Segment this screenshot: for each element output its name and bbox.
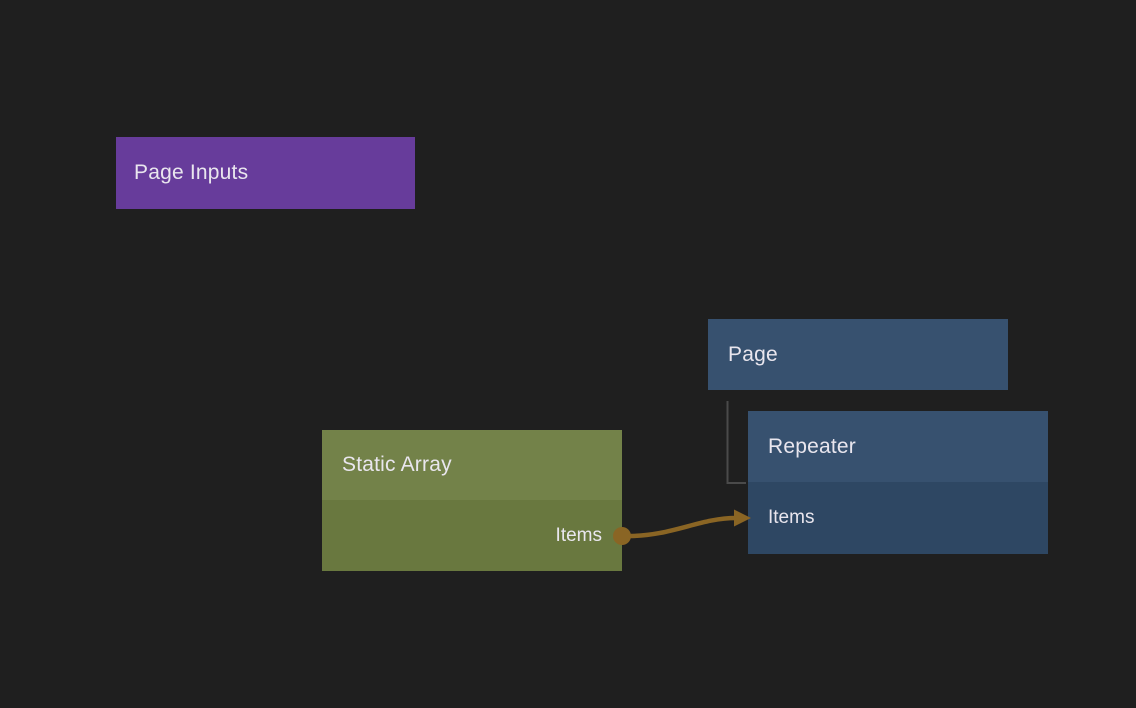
static-array-output-port-dot[interactable] [613, 527, 631, 545]
node-repeater-items-input-port[interactable]: Items [748, 482, 1048, 554]
node-static-array[interactable]: Static Array Items [322, 430, 622, 571]
node-repeater[interactable]: Repeater Items [748, 411, 1048, 554]
node-page-inputs-title: Page Inputs [134, 161, 249, 184]
node-repeater-header[interactable]: Repeater [748, 411, 1048, 482]
node-page-inputs[interactable]: Page Inputs [116, 137, 415, 209]
node-static-array-title: Static Array [342, 453, 452, 476]
node-page[interactable]: Page [708, 319, 1008, 390]
static-array-items-port-label: Items [555, 524, 602, 546]
node-repeater-title: Repeater [768, 434, 856, 458]
page-repeater-child-connector[interactable] [726, 401, 747, 484]
node-static-array-items-output-port[interactable]: Items [322, 500, 622, 571]
node-static-array-header[interactable]: Static Array [322, 430, 622, 500]
repeater-items-port-label: Items [768, 507, 815, 528]
node-page-title: Page [728, 342, 778, 366]
items-connection-curve[interactable] [628, 515, 737, 539]
